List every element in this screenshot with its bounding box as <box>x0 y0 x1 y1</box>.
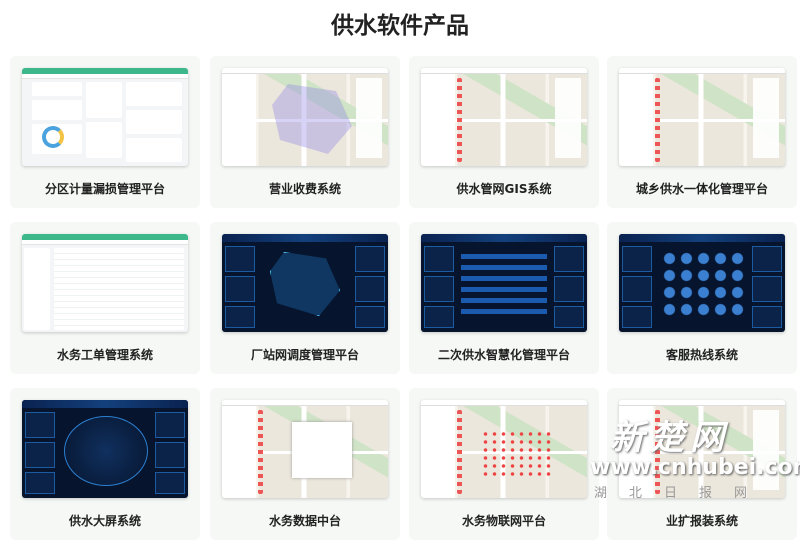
product-screenshot[interactable] <box>22 234 188 332</box>
product-screenshot[interactable] <box>22 400 188 498</box>
product-card[interactable]: 业扩报装系统 <box>607 388 797 540</box>
product-card[interactable]: 客服热线系统 <box>607 222 797 374</box>
product-label: 供水管网GIS系统 <box>456 182 552 196</box>
product-screenshot[interactable] <box>222 400 388 498</box>
product-label: 客服热线系统 <box>665 348 738 362</box>
product-screenshot[interactable] <box>22 68 188 166</box>
product-card[interactable]: 城乡供水一体化管理平台 <box>607 56 797 208</box>
product-card[interactable]: 营业收费系统 <box>210 56 400 208</box>
product-card[interactable]: 二次供水智慧化管理平台 <box>409 222 599 374</box>
product-label: 水务工单管理系统 <box>56 348 153 362</box>
product-screenshot[interactable] <box>421 234 587 332</box>
product-screenshot[interactable] <box>222 68 388 166</box>
product-card[interactable]: 水务物联网平台 <box>409 388 599 540</box>
product-screenshot[interactable] <box>619 68 785 166</box>
product-screenshot[interactable] <box>421 400 587 498</box>
product-card[interactable]: 水务工单管理系统 <box>10 222 200 374</box>
product-screenshot[interactable] <box>619 234 785 332</box>
product-label: 分区计量漏损管理平台 <box>44 182 165 196</box>
product-card[interactable]: 水务数据中台 <box>210 388 400 540</box>
product-label: 水务物联网平台 <box>461 514 546 528</box>
product-label: 水务数据中台 <box>268 514 341 528</box>
product-card[interactable]: 供水大屏系统 <box>10 388 200 540</box>
product-card[interactable]: 供水管网GIS系统 <box>409 56 599 208</box>
product-label: 厂站网调度管理平台 <box>250 348 359 362</box>
product-card[interactable]: 厂站网调度管理平台 <box>210 222 400 374</box>
product-screenshot[interactable] <box>619 400 785 498</box>
product-screenshot[interactable] <box>421 68 587 166</box>
product-label: 业扩报装系统 <box>665 514 738 528</box>
product-card[interactable]: 分区计量漏损管理平台 <box>10 56 200 208</box>
page-title: 供水软件产品 <box>331 13 469 39</box>
product-screenshot[interactable] <box>222 234 388 332</box>
product-label: 城乡供水一体化管理平台 <box>635 182 768 196</box>
product-label: 供水大屏系统 <box>68 514 141 528</box>
product-label: 二次供水智慧化管理平台 <box>437 348 570 362</box>
product-label: 营业收费系统 <box>268 182 341 196</box>
